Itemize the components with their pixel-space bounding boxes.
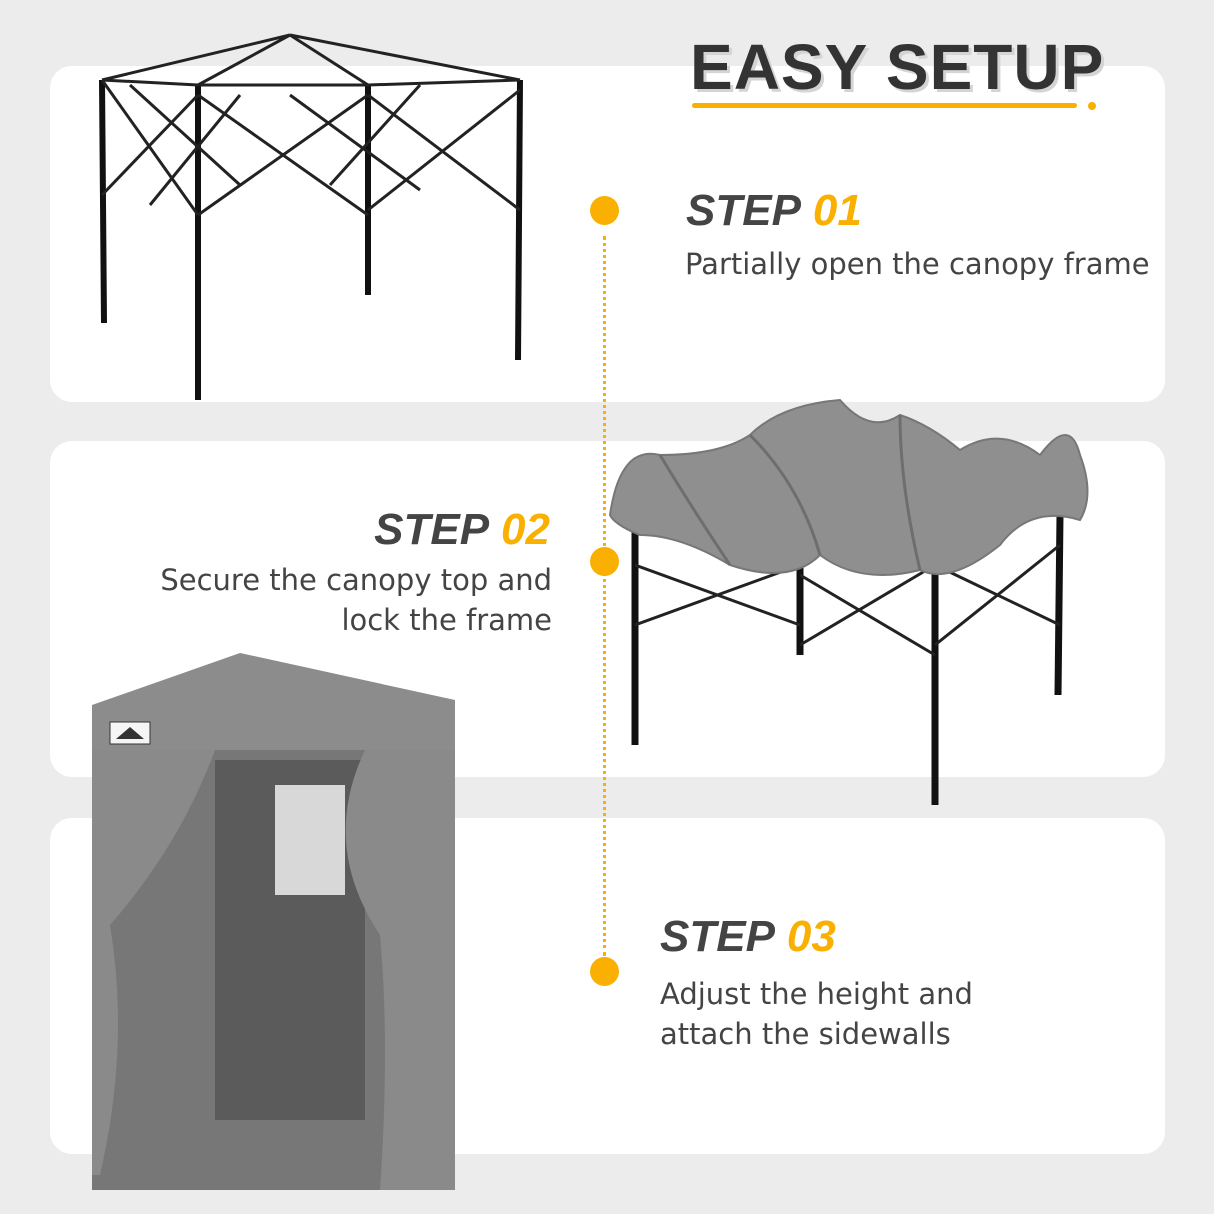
timeline-dot-1 — [590, 196, 619, 225]
canopy-top-image — [608, 398, 1089, 805]
canopy-frame-image — [99, 33, 523, 400]
timeline-dot-3 — [590, 957, 619, 986]
shower-tent-image — [92, 653, 455, 1190]
title-underline — [692, 103, 1077, 108]
page-title: EASY SETUP — [690, 31, 1105, 103]
title-dot — [1088, 102, 1096, 110]
eagle-peak-logo-icon — [116, 727, 144, 739]
timeline-dot-2 — [590, 547, 619, 576]
timeline-line — [603, 236, 606, 956]
step-01-description: Partially open the canopy frame — [685, 247, 1150, 281]
